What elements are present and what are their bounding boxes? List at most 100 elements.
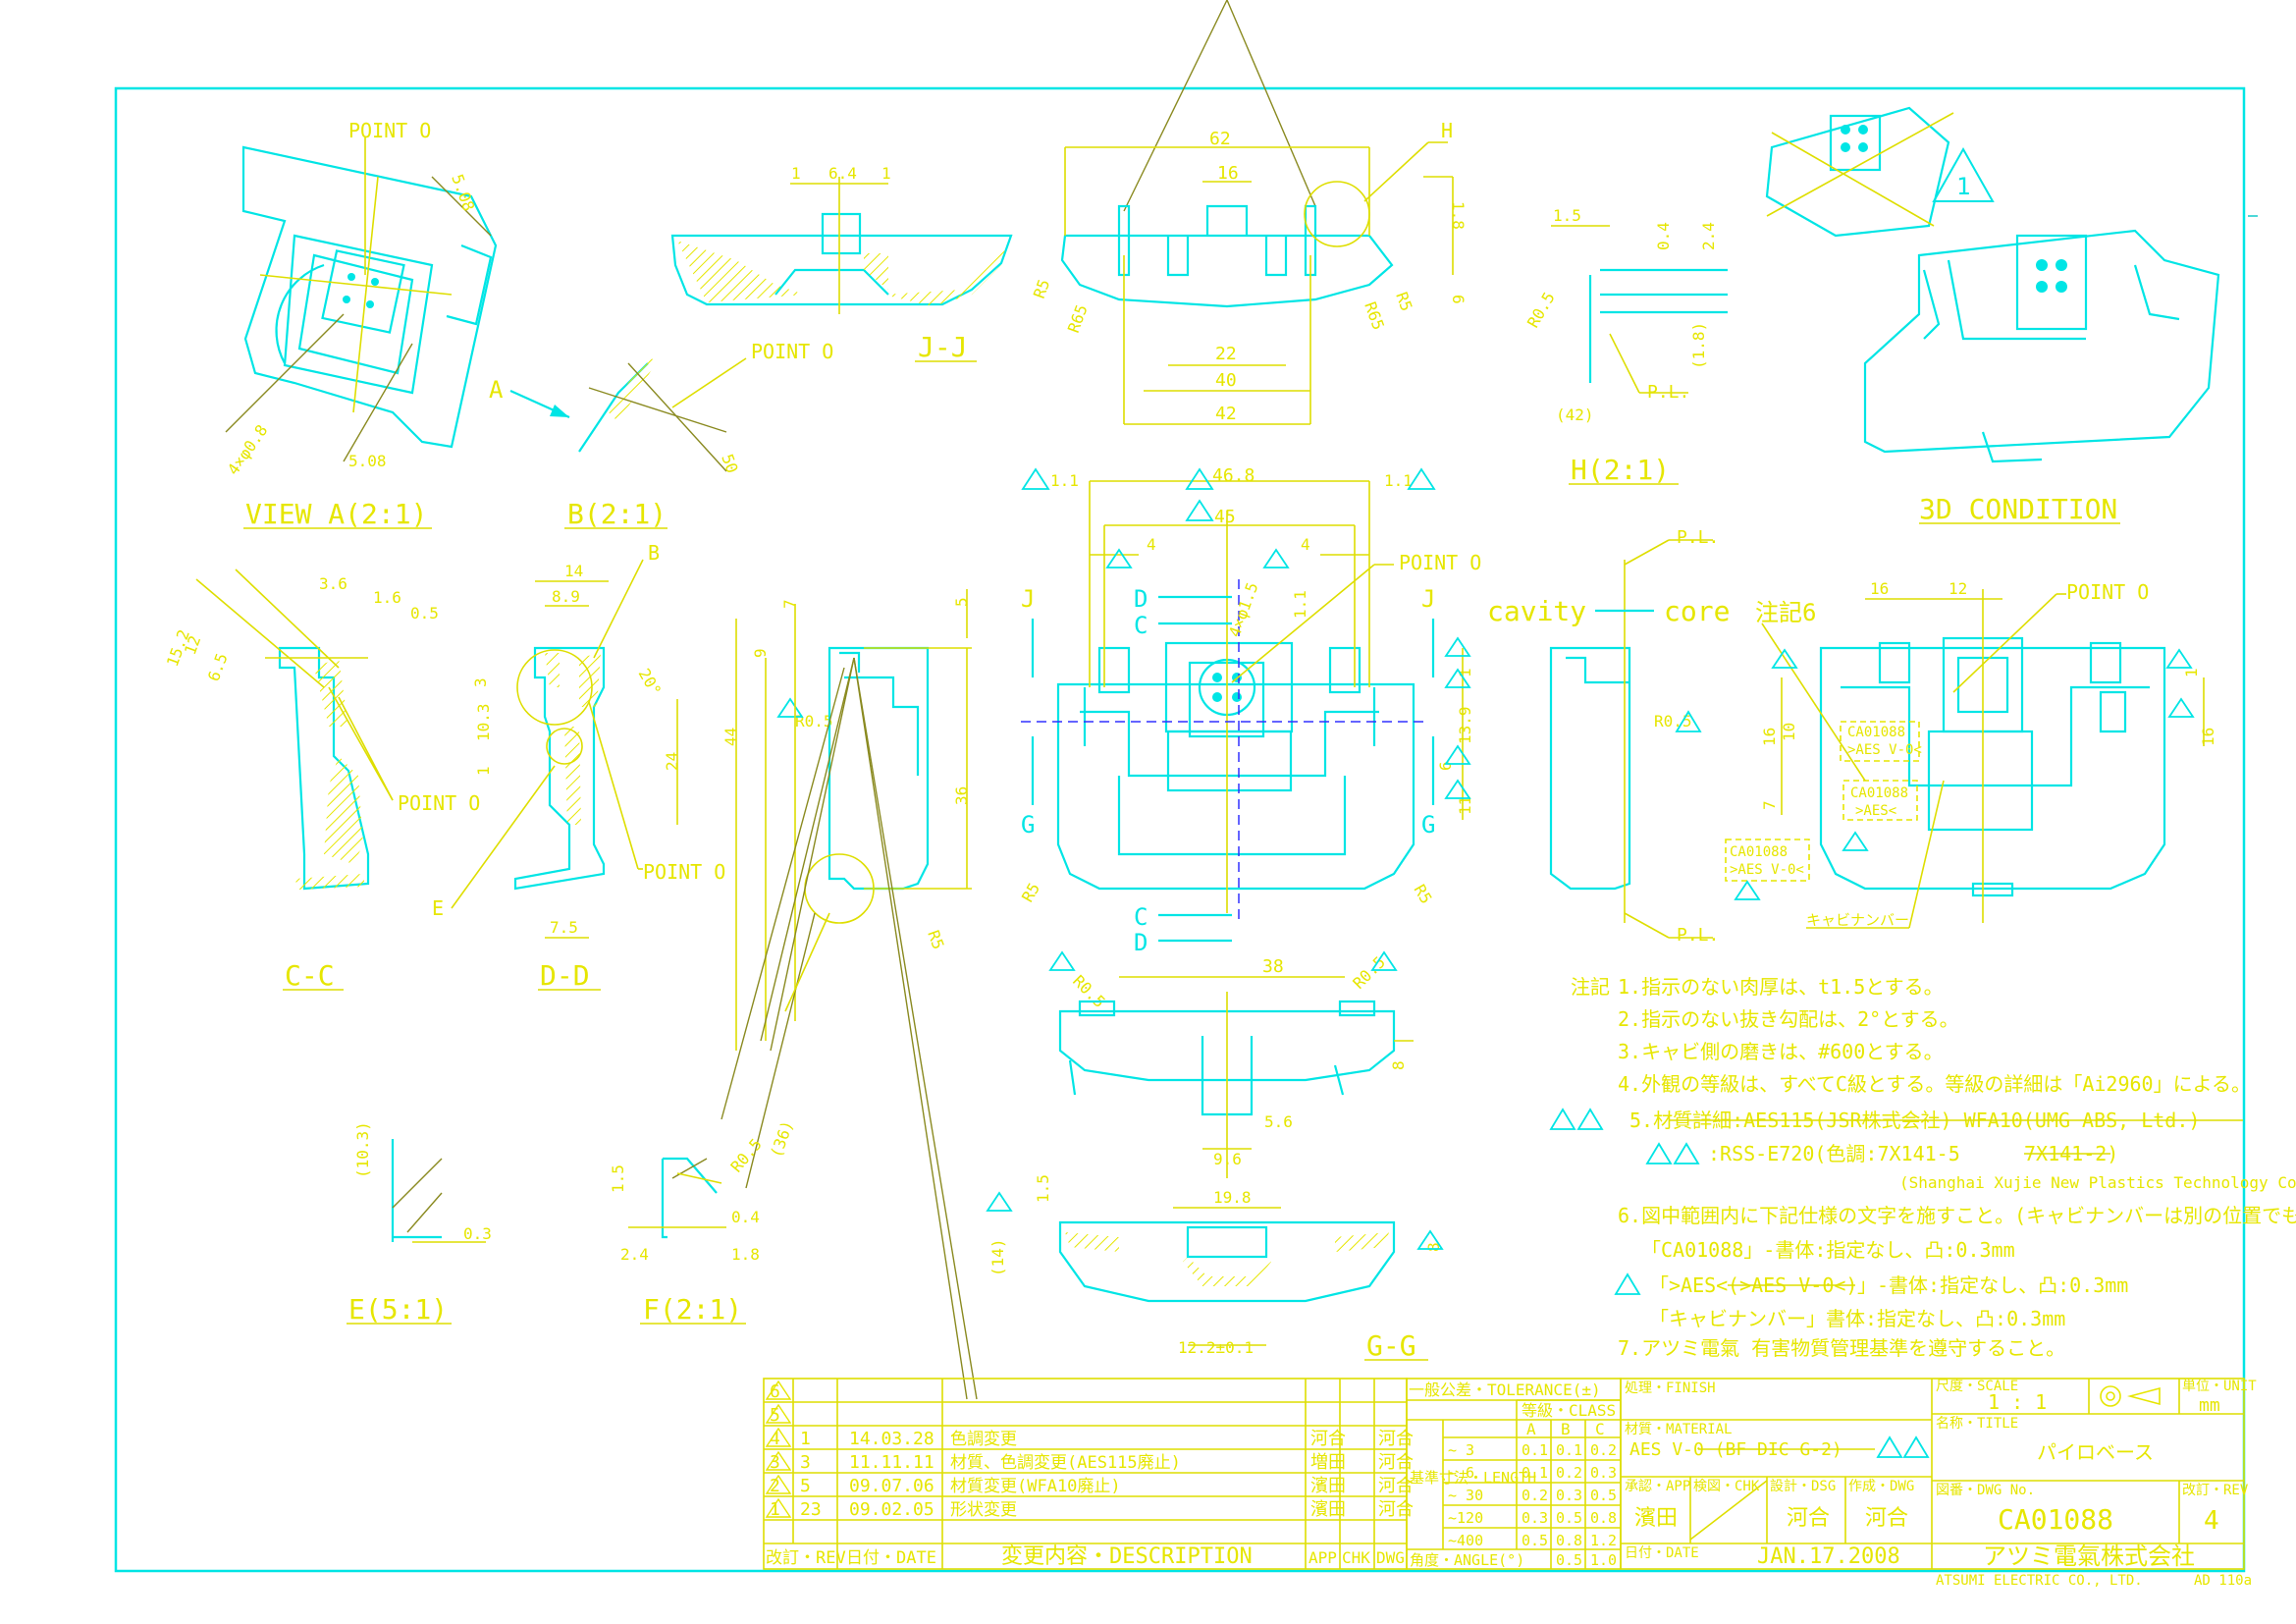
dsg-label: 設計・DSG — [1770, 1479, 1836, 1494]
note-6b: 「>AES< — [1649, 1273, 1728, 1297]
view-f-detail: 1.5 2.4 0.4 1.8 (36) R0.5 F(2:1) — [609, 1118, 797, 1326]
dim-2-4-f: 2.4 — [620, 1245, 649, 1264]
rev-row-triangle — [765, 1474, 792, 1494]
dim-r0-5-b: R0.5 — [1349, 952, 1389, 993]
dim-8-middle: 8 — [1389, 1060, 1408, 1070]
dim-5-6: 5.6 — [1264, 1112, 1293, 1131]
rev-row-app: 増田 — [1310, 1452, 1346, 1473]
rev-header-rev: 改訂・REV — [766, 1548, 846, 1568]
dim-0-5: 0.5 — [410, 604, 439, 623]
tolerance-row-c: 0.2 — [1590, 1441, 1617, 1459]
tolerance-angle-label: 角度・ANGLE(°) — [1410, 1551, 1524, 1569]
dim-1-1-main: 1.1 — [1291, 590, 1309, 619]
dim-40: 40 — [1215, 370, 1237, 391]
tolerance-row-range: ~400 — [1448, 1532, 1483, 1549]
section-c-top: C — [1134, 612, 1148, 639]
dim-r5-left: R5 — [1030, 277, 1053, 301]
notes-block: 注記 1.指示のない肉厚は、t1.5とする。 2.指示のない抜き勾配は、2°とす… — [1549, 975, 2296, 1360]
dim-12-2: 12.2±0.1 — [1178, 1338, 1254, 1357]
rev-row-mark: 23 — [800, 1499, 822, 1520]
view-h-caption: H(2:1) — [1571, 454, 1670, 486]
rev-row-triangle — [765, 1427, 792, 1447]
view-b-a-letter: A — [489, 376, 504, 404]
tolerance-title: 一般公差・TOLERANCE(±) — [1409, 1380, 1601, 1399]
dim-16-top: 16 — [1217, 163, 1239, 184]
dim-r5-main-left: R5 — [1018, 880, 1043, 905]
view-b-detail: POINT O A 50 B(2:1) — [489, 340, 833, 530]
view-gg-section: 19.8 12.2±0.1 1.5 (14) 8 G-G — [986, 1174, 1444, 1362]
tolerance-row-c: 0.3 — [1590, 1464, 1617, 1482]
rev-row-number: 5 — [770, 1405, 780, 1426]
engraving-strike-2: >AES V-0< — [1847, 742, 1922, 758]
engraving-box: CA01088 >AES V-0< CA01088 >AES< CA01088 … — [1725, 721, 1922, 882]
section-g-right: G — [1421, 811, 1435, 839]
cavity-label: cavity — [1487, 595, 1586, 627]
title-block: 処理・FINISH 材質・MATERIAL AES V-0 (BF DIC G-… — [1620, 1378, 2257, 1589]
view-e-caption: E(5:1) — [348, 1293, 448, 1326]
notes-header: 注記 — [1571, 975, 1610, 999]
dim-12-right: 12 — [1949, 579, 1967, 598]
view-top-main: 62 16 22 40 42 1.8 6 R5 R65 R65 R5 H — [1030, 119, 1468, 425]
dim-9-6: 9.6 — [1213, 1150, 1242, 1168]
rev-row-mark: 1 — [800, 1429, 811, 1449]
point-o-label-a: POINT O — [348, 119, 431, 142]
tolerance-row-a: 0.1 — [1522, 1441, 1548, 1459]
dim-0-4: 0.4 — [1654, 222, 1673, 250]
dim-holes: 4×φ0.8 — [224, 421, 272, 478]
view-lower-middle: 9.6 5.6 8 — [1058, 992, 1414, 1178]
note-2: 2.指示のない抜き勾配は、2°とする。 — [1618, 1007, 1959, 1031]
dim-5-side: 5 — [952, 597, 971, 607]
view-cc-section: POINT O 3.6 1.6 0.5 15.2 12 6.5 C-C — [163, 568, 480, 992]
engraving-aes: >AES< — [1855, 803, 1896, 819]
tolerance-row-a: 0.1 — [1522, 1464, 1548, 1482]
note-1: 1.指示のない肉厚は、t1.5とする。 — [1618, 975, 1944, 999]
dim-r65-left: R65 — [1064, 302, 1092, 336]
point-o-label-b: POINT O — [751, 340, 833, 363]
rev-header-date: 日付・DATE — [846, 1548, 936, 1568]
form-code: AD 110a — [2194, 1573, 2252, 1589]
dim-1-dd: 1 — [474, 766, 493, 776]
dim-r0-5-cc: R0.5 — [1654, 712, 1692, 731]
rev-row-date: 09.02.05 — [849, 1499, 934, 1520]
dim-7-5: 7.5 — [550, 918, 578, 937]
dim-8-9: 8.9 — [552, 587, 580, 606]
tolerance-row-range: ~120 — [1448, 1509, 1483, 1527]
dim-3-dd: 3 — [471, 677, 490, 687]
dim-7-left-v: 7 — [1760, 800, 1779, 810]
rev-row-date: 11.11.11 — [849, 1452, 934, 1473]
point-o-label-right: POINT O — [2066, 580, 2149, 604]
dim-r5-right: R5 — [1392, 290, 1415, 314]
rev-row-date: 14.03.28 — [849, 1429, 934, 1449]
note-6c: 「キャビナンバー」書体:指定なし、凸:0.3mm — [1649, 1307, 2065, 1330]
rev-header-app: APP — [1308, 1548, 1337, 1567]
dim-0-4-f: 0.4 — [731, 1208, 760, 1226]
rev-row-number: 6 — [770, 1381, 780, 1402]
rev-row-number: 3 — [770, 1452, 780, 1473]
dim-45: 45 — [1214, 507, 1236, 527]
dim-22: 22 — [1215, 344, 1237, 364]
tolerance-class-a: A — [1526, 1420, 1536, 1438]
tolerance-class-c: C — [1595, 1420, 1605, 1438]
view-h-detail: 1.5 0.4 2.4 (1.8) R0.5 (42) P.L. H(2:1) — [1523, 206, 1728, 486]
drawing-border — [114, 86, 2246, 1573]
view-cavity-core: cavity core P.L. P.L. R0.5 — [1487, 527, 1730, 946]
dim-1-5-f: 1.5 — [609, 1164, 627, 1193]
dim-62: 62 — [1209, 129, 1231, 149]
tolerance-class-b: B — [1561, 1420, 1571, 1438]
rev-row-app: 河合 — [1310, 1429, 1346, 1449]
rev-header-desc: 変更内容・DESCRIPTION — [1001, 1544, 1253, 1569]
tolerance-row-c: 0.5 — [1590, 1487, 1617, 1504]
dim-20-deg: 20° — [635, 666, 666, 700]
dwg-no-label: 図番・DWG No. — [1936, 1483, 2035, 1498]
view-gg-caption: G-G — [1366, 1329, 1416, 1362]
company-en: ATSUMI ELECTRIC CO., LTD. — [1936, 1573, 2143, 1589]
dim-r5-main-right: R5 — [1411, 882, 1436, 907]
engraving-old-2: >AES V-0< — [1730, 862, 1804, 878]
view-3d-caption: 3D CONDITION — [1919, 493, 2117, 525]
rev-row-description: 材質変更(WFA10廃止) — [950, 1477, 1121, 1496]
dim-1-8-h: (1.8) — [1689, 322, 1708, 369]
finish-label: 処理・FINISH — [1625, 1380, 1716, 1396]
dim-1-right: 1 — [2182, 668, 2201, 677]
dim-42-h: (42) — [1556, 406, 1594, 424]
tolerance-angle-b: 0.5 — [1556, 1551, 1582, 1569]
